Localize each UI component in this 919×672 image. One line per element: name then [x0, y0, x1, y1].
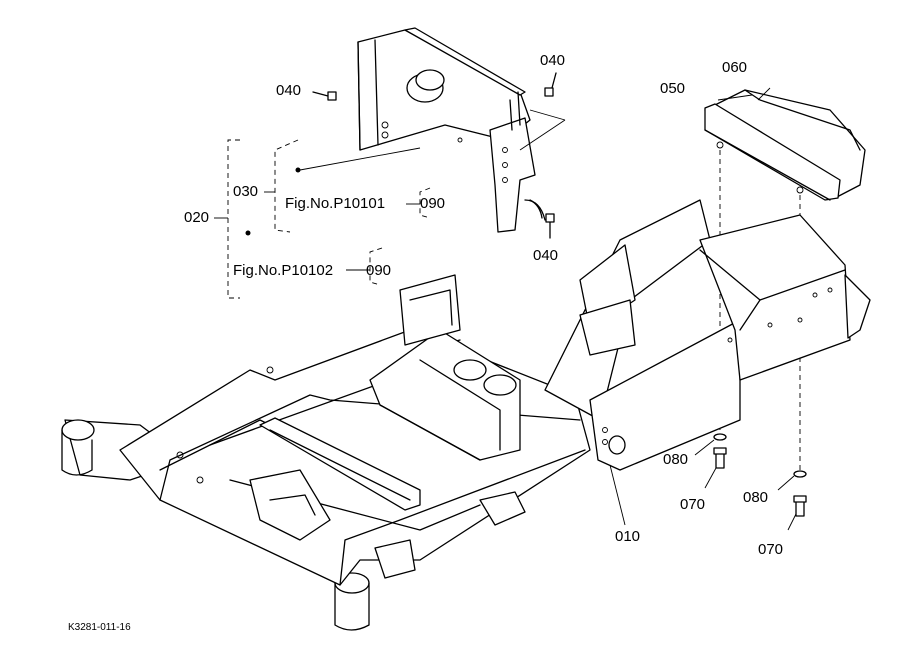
group-brackets — [214, 139, 431, 299]
part-label-040: 040 — [276, 82, 302, 99]
part-label-090: 090 — [366, 262, 392, 279]
part-label-070: 070 — [758, 541, 784, 558]
part-label-080: 080 — [663, 451, 689, 468]
part-label-090: 090 — [420, 195, 446, 212]
main-frame — [61, 199, 871, 631]
part-label-060: 060 — [722, 59, 748, 76]
part-label-010: 010 — [615, 528, 641, 545]
part-label-050: 050 — [660, 80, 686, 97]
part-label-040: 040 — [533, 247, 559, 264]
part-label-030: 030 — [233, 183, 259, 200]
drawing-code: K3281-011-16 — [68, 622, 131, 633]
figure-reference: Fig.No.P10102 — [233, 262, 334, 279]
part-label-080: 080 — [743, 489, 769, 506]
part-label-040: 040 — [540, 52, 566, 69]
figure-reference: Fig.No.P10101 — [285, 195, 386, 212]
cover-parts — [704, 87, 866, 470]
upper-bracket — [357, 27, 566, 233]
part-label-070: 070 — [680, 496, 706, 513]
part-label-020: 020 — [184, 209, 210, 226]
hardware-070-080 — [609, 433, 807, 531]
bolt-040-marks — [312, 72, 557, 239]
